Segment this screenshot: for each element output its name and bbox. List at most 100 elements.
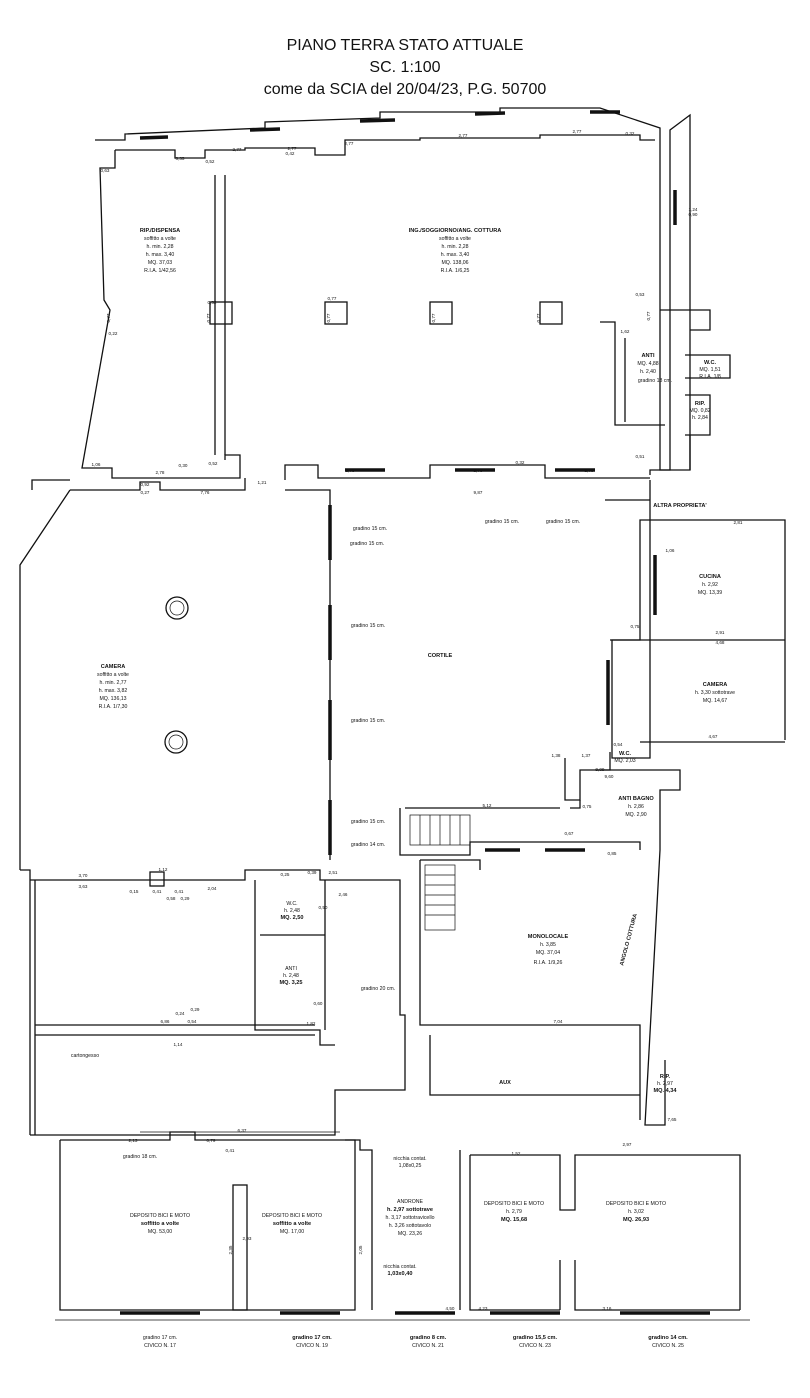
dimension-value: 0,77 — [328, 296, 337, 301]
plan-label: gradino 8 cm. — [410, 1335, 447, 1341]
plan-label: MQ. 14,67 — [703, 698, 727, 704]
plan-label: soffitto a volte — [141, 1221, 179, 1227]
plan-label: gradino 15 cm. — [351, 623, 385, 629]
dimension-value: 1,62 — [621, 329, 630, 334]
plan-label: gradino 15 cm. — [485, 519, 519, 525]
plan-label: RIP. — [695, 401, 706, 407]
plan-label: h. max. 3,40 — [441, 252, 470, 258]
dimension-value: 2,91 — [716, 630, 725, 635]
dimension-value: 0,75 — [631, 624, 640, 629]
dimension-value: 2,77 — [233, 147, 242, 152]
dimension-value: 0,85 — [608, 851, 617, 856]
dimension-value: 0,50 — [319, 905, 328, 910]
dimension-value: 0,52 — [209, 461, 218, 466]
dimension-value: 0,32 — [626, 131, 635, 136]
plan-scale: SC. 1:100 — [369, 59, 441, 76]
plan-label: MQ. 23,26 — [398, 1231, 422, 1237]
dimension-value: 0,52 — [206, 159, 215, 164]
dimension-value: 0,92 — [141, 482, 150, 487]
plan-label: gradino 15 cm. — [350, 541, 384, 547]
dimension-value: 2,78 — [346, 468, 355, 473]
plan-reference: come da SCIA del 20/04/23, P.G. 50700 — [263, 81, 547, 98]
dimension-value: 0,77 — [106, 313, 111, 322]
plan-label: MQ. 2,03 — [614, 758, 635, 764]
plan-label: ANDRONE — [397, 1199, 423, 1205]
dimension-value: 0,90 — [689, 212, 698, 217]
plan-label: h. 2,97 — [657, 1081, 673, 1087]
plan-label: ALTRA PROPRIETA' — [653, 503, 707, 509]
plan-label: h. min. 2,28 — [441, 244, 468, 250]
dimension-value: 6,35 — [176, 156, 185, 161]
plan-label: MQ. 37,04 — [536, 950, 560, 956]
dimension-value: 1,21 — [258, 480, 267, 485]
dimension-value: 0,79 — [207, 1138, 216, 1143]
dimension-value: 0,22 — [109, 331, 118, 336]
plan-label: R.I.A. 1/42,56 — [144, 268, 176, 274]
plan-label: cartongesso — [71, 1053, 99, 1059]
dimension-value: 7,76 — [201, 490, 210, 495]
plan-label: h. 2,40 — [640, 369, 656, 375]
plan-label: 1,08x0,25 — [399, 1163, 422, 1169]
dimension-value: 2,04 — [208, 886, 217, 891]
plan-label: ANGOLO COTTURA — [619, 913, 639, 966]
walls — [19, 107, 786, 1321]
plan-label: gradino 14 cm. — [648, 1335, 688, 1341]
dimension-value: 0,53 — [636, 292, 645, 297]
plan-label: gradino 15 cm. — [353, 526, 387, 532]
dimension-value: 1,82 — [307, 1021, 316, 1026]
dimension-value: 6,86 — [161, 1019, 170, 1024]
dimension-value: 1,37 — [582, 753, 591, 758]
dimension-value: 0,15 — [130, 889, 139, 894]
plan-label: nicchia contat. — [393, 1156, 426, 1162]
plan-label: MQ. 13,39 — [698, 590, 722, 596]
dimension-value: 0,29 — [191, 1007, 200, 1012]
dimension-value: 0,29 — [181, 896, 190, 901]
dimension-value: 1,06 — [666, 548, 675, 553]
plan-label: MQ. 3,25 — [279, 980, 302, 986]
plan-label: W.C. — [704, 360, 717, 366]
plan-label: gradino 17 cm. — [143, 1335, 177, 1341]
dimension-value: 2,51 — [329, 870, 338, 875]
dimension-value: 0,75 — [583, 804, 592, 809]
dimension-value: 7,04 — [554, 1019, 563, 1024]
dimension-value: 0,54 — [188, 1019, 197, 1024]
dimension-value: 1,14 — [174, 1042, 183, 1047]
dimension-value: 4,50 — [446, 1306, 455, 1311]
plan-label: h. 2,84 — [692, 415, 708, 421]
plan-label: R.I.A. 1/6,25 — [441, 268, 470, 274]
dimension-value: 2,93 — [243, 1236, 252, 1241]
plan-label: CIVICO N. 19 — [296, 1343, 328, 1349]
dimension-value: 2,05 — [358, 1245, 363, 1254]
plan-label: h. max. 3,40 — [146, 252, 175, 258]
plan-label: CORTILE — [428, 653, 453, 659]
dimension-value: 0,30 — [179, 463, 188, 468]
dimension-value: 1,12 — [159, 867, 168, 872]
dimension-value: 1,38 — [552, 753, 561, 758]
dimension-value: 2,77 — [345, 141, 354, 146]
plan-label: gradino 20 cm. — [361, 986, 395, 992]
plan-label: ANTI — [641, 353, 654, 359]
plan-label: MONOLOCALE — [528, 934, 569, 940]
plan-label: h. 2,92 — [702, 582, 718, 588]
dimension-value: 6,37 — [238, 1128, 247, 1133]
dimension-value: 9,09 — [596, 767, 605, 772]
plan-label: R.I.A. 1/8 — [699, 374, 721, 380]
dimension-value: 4,23 — [479, 1306, 488, 1311]
dimension-value: 5,12 — [483, 803, 492, 808]
plan-label: gradino 18 cm. — [123, 1154, 157, 1160]
plan-label: CIVICO N. 25 — [652, 1343, 684, 1349]
plan-label: DEPOSITO BICI E MOTO — [130, 1213, 190, 1219]
dimension-value: 4,68 — [716, 640, 725, 645]
plan-label: MQ. 0,82 — [689, 408, 710, 414]
plan-label: DEPOSITO BICI E MOTO — [484, 1201, 544, 1207]
dimension-value: 0,63 — [101, 168, 110, 173]
plan-label: 1,03x0,40 — [388, 1271, 413, 1277]
dimension-value: 0,51 — [636, 454, 645, 459]
dimension-value: 0,77 — [431, 313, 436, 322]
plan-label: MQ. 17,00 — [280, 1229, 304, 1235]
dimension-value: 2,77 — [573, 129, 582, 134]
dimension-value: 2,77 — [288, 146, 297, 151]
plan-label: h. 2,97 sottotrave — [387, 1207, 433, 1213]
